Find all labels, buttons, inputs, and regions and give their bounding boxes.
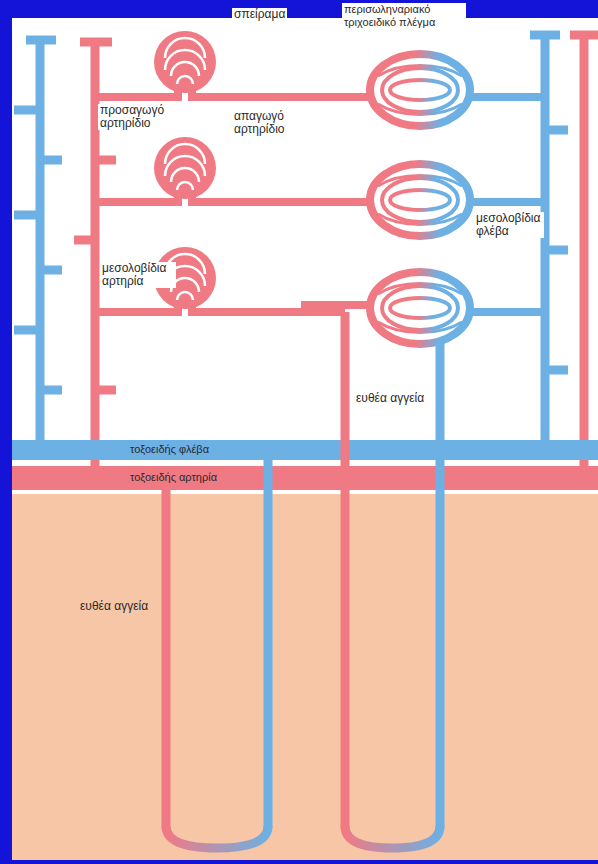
interlobular-artery-label: μεσολοβίδια αρτηρία xyxy=(100,262,176,288)
glomerulus-label: σπείραμα xyxy=(232,8,287,21)
capillary-network-label: περισωληναριακό τριχοειδικό πλέγμα xyxy=(342,3,466,29)
vasa-recta-label: ευθέα αγγεία xyxy=(354,392,426,405)
arcuate-artery-label: τοξοειδής αρτηρία xyxy=(128,471,219,484)
efferent-label: απαγωγό αρτηρίδιο xyxy=(232,110,302,136)
vasa-recta-label: ευθέα αγγεία xyxy=(78,600,150,613)
interlobular-vein-label: μεσολοβίδια φλέβα xyxy=(474,212,544,238)
afferent-label: προσαγωγό αρτηρίδιο xyxy=(98,104,180,130)
arcuate-vein-label: τοξοειδής φλέβα xyxy=(128,443,211,456)
